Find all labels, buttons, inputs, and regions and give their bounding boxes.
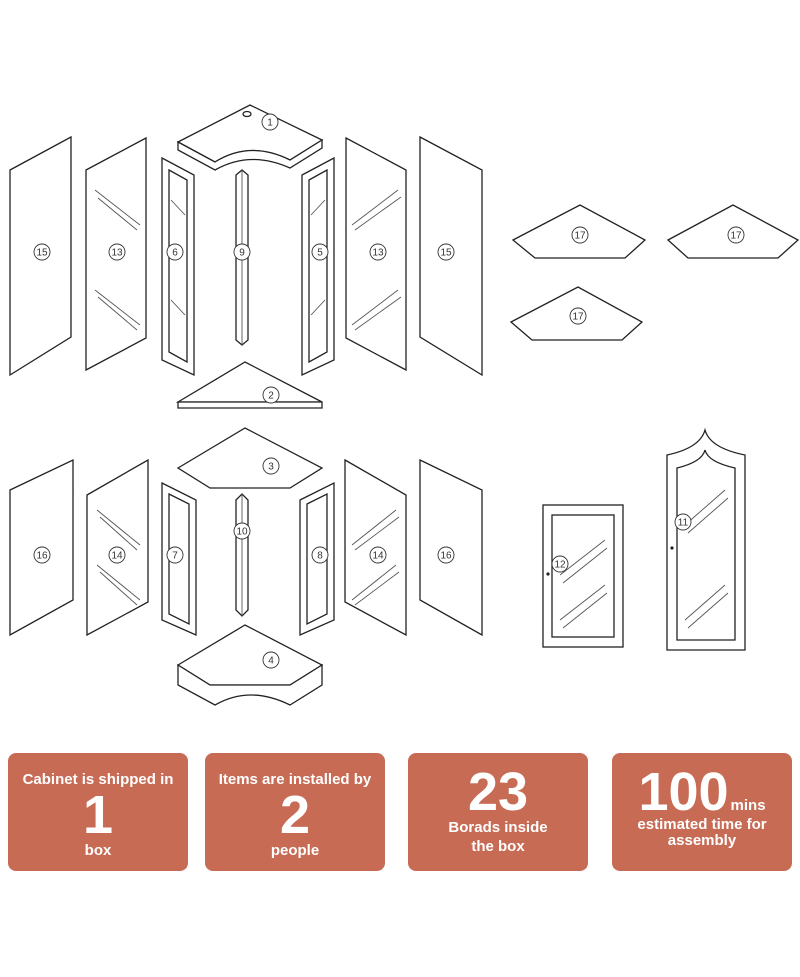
svg-text:2: 2 [268, 391, 274, 402]
part-label-17-c: 17 [569, 307, 587, 325]
part-2-shelf [175, 361, 323, 409]
stat-time-value: 100 [638, 762, 729, 822]
svg-text:17: 17 [574, 231, 586, 242]
svg-text:10: 10 [236, 527, 248, 538]
part-12-door [542, 504, 624, 648]
part-11-door [666, 427, 746, 651]
part-label-13-left: 13 [108, 243, 126, 261]
part-label-15-left: 15 [33, 243, 51, 261]
svg-text:14: 14 [111, 551, 123, 562]
stat-people-unit: people [270, 842, 320, 859]
part-label-14-left: 14 [108, 546, 126, 564]
part-label-7: 7 [166, 546, 184, 564]
part-label-8: 8 [311, 546, 329, 564]
part-label-16-right: 16 [437, 546, 455, 564]
part-label-9: 9 [233, 243, 251, 261]
part-label-14-right: 14 [369, 546, 387, 564]
svg-text:13: 13 [372, 248, 384, 259]
svg-text:15: 15 [440, 248, 452, 259]
stat-boxes-heading: Cabinet is shipped in [22, 771, 174, 788]
part-label-10: 10 [233, 522, 251, 540]
part-label-2: 2 [262, 386, 280, 404]
stat-card-people: Items are installed by 2 people [205, 753, 385, 871]
stat-time-label-2: assembly [667, 832, 737, 849]
part-label-3: 3 [262, 457, 280, 475]
stat-time-value-row: 100 mins [612, 762, 792, 822]
svg-text:17: 17 [572, 312, 584, 323]
svg-text:8: 8 [317, 551, 323, 562]
stat-people-value: 2 [279, 785, 311, 845]
parts-diagram: .ln { fill: #fff; stroke: #222; stroke-w… [9, 104, 800, 706]
svg-text:12: 12 [554, 560, 566, 571]
svg-text:7: 7 [172, 551, 178, 562]
assembly-stats: Cabinet is shipped in 1 box Items are in… [0, 753, 800, 875]
part-10-post [235, 493, 249, 617]
stat-card-boards: 23 Borads inside the box [408, 753, 588, 871]
svg-text:9: 9 [239, 248, 245, 259]
stat-time-label-1: estimated time for [637, 816, 767, 833]
stat-people-heading: Items are installed by [218, 771, 372, 788]
svg-text:15: 15 [36, 248, 48, 259]
svg-text:16: 16 [36, 551, 48, 562]
stat-boards-value: 23 [467, 762, 529, 822]
part-label-4: 4 [262, 651, 280, 669]
svg-text:14: 14 [372, 551, 384, 562]
part-label-16-left: 16 [33, 546, 51, 564]
part-5-frame [301, 156, 335, 377]
stat-boards-label-1: Borads inside [448, 819, 548, 836]
part-3-shelf [176, 427, 324, 489]
stat-card-boxes: Cabinet is shipped in 1 box [8, 753, 188, 871]
svg-text:11: 11 [678, 518, 689, 529]
svg-text:5: 5 [317, 248, 323, 259]
svg-text:3: 3 [268, 462, 274, 473]
stat-boxes-value: 1 [82, 785, 114, 845]
svg-text:4: 4 [268, 656, 274, 667]
svg-text:6: 6 [172, 248, 178, 259]
part-label-17-b: 17 [727, 226, 745, 244]
part-label-6: 6 [166, 243, 184, 261]
stat-card-time: 100 mins estimated time for assembly [612, 753, 792, 871]
part-label-11: 11 [674, 513, 692, 531]
stat-boxes-unit: box [84, 842, 112, 859]
svg-text:13: 13 [111, 248, 123, 259]
stat-boards-label-2: the box [471, 838, 525, 855]
svg-text:1: 1 [267, 118, 273, 129]
part-label-17-a: 17 [571, 226, 589, 244]
part-16-right-panel [419, 458, 483, 637]
part-label-13-right: 13 [369, 243, 387, 261]
part-label-5: 5 [311, 243, 329, 261]
part-label-1: 1 [261, 113, 279, 131]
part-label-15-right: 15 [437, 243, 455, 261]
svg-text:16: 16 [440, 551, 452, 562]
svg-text:17: 17 [730, 231, 742, 242]
part-4-base [176, 624, 324, 706]
part-label-12: 12 [551, 555, 569, 573]
part-1-top-crown [176, 104, 324, 171]
stat-time-unit: mins [730, 797, 766, 814]
part-6-frame [161, 156, 195, 377]
